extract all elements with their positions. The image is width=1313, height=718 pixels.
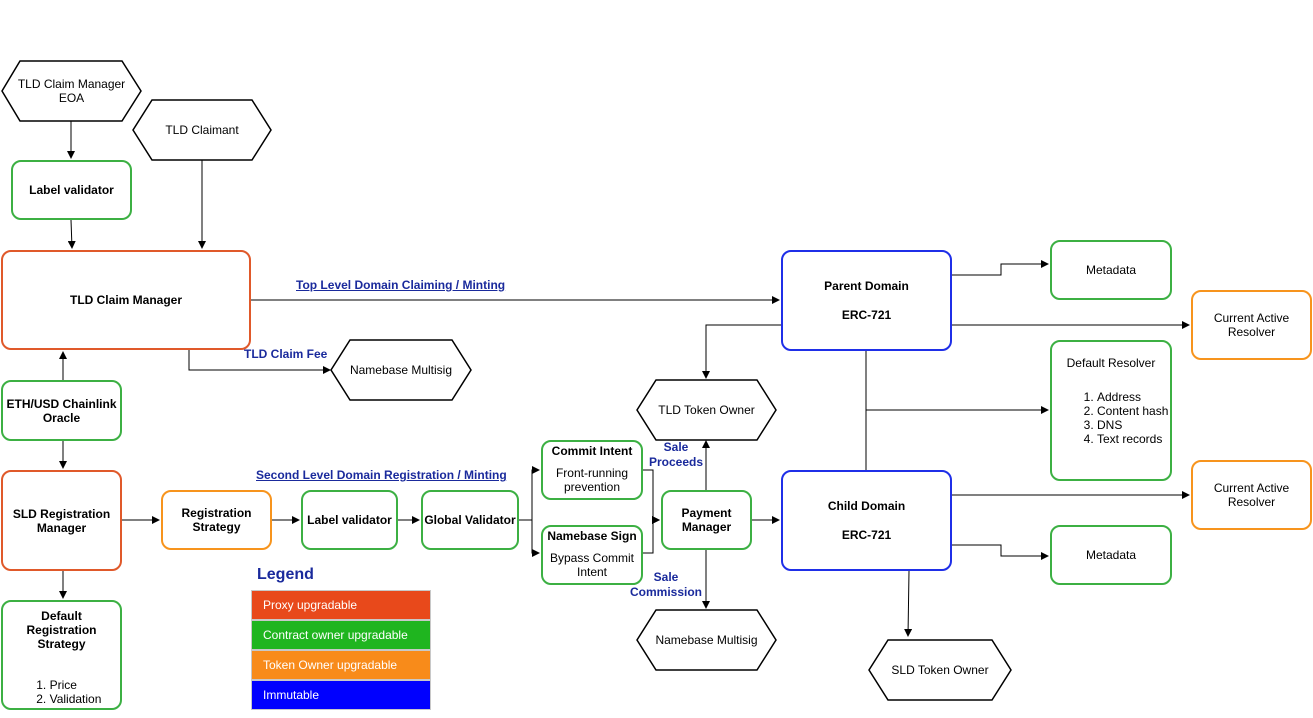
payment-manager: Payment Manager	[661, 490, 752, 550]
payment-manager-text: Payment Manager	[681, 506, 732, 534]
default-resolver-title: Default Resolver	[1066, 356, 1156, 370]
metadata-bottom-text: Metadata	[1085, 548, 1137, 562]
global-validator-text: Global Validator	[424, 513, 516, 527]
claim-eoa-label: TLD Claim Manager EOA	[17, 77, 126, 105]
tld-claim-manager: TLD Claim Manager	[1, 250, 251, 350]
tld-claim-fee-label: TLD Claim Fee	[244, 347, 328, 361]
hexagon-namebase-multisig-top	[330, 339, 472, 401]
parent-domain: Parent Domain ERC-721	[781, 250, 952, 351]
legend-item-label: Contract owner upgradable	[263, 628, 408, 642]
edge-label-claim	[67, 219, 76, 249]
sld-minting-label: Second Level Domain Registration / Minti…	[256, 468, 507, 482]
current-resolver-bottom-text: Current Active Resolver	[1213, 481, 1290, 509]
oracle: ETH/USD Chainlink Oracle	[1, 380, 122, 441]
edge-child-sld-owner	[904, 570, 913, 637]
label-validator-text: Label validator	[307, 513, 392, 527]
namebase-multisig-bottom-label: Namebase Multisig	[655, 633, 758, 647]
default-strategy-title: Default Registration Strategy	[26, 609, 97, 651]
current-resolver-top: Current Active Resolver	[1191, 290, 1312, 360]
default-registration-strategy: Default Registration Strategy Price Vali…	[1, 600, 122, 710]
tld-minting-label: Top Level Domain Claiming / Minting	[296, 278, 506, 292]
registration-strategy: Registration Strategy	[161, 490, 272, 550]
sld-registration-manager-text: SLD Registration Manager	[12, 506, 111, 535]
legend-item-label: Immutable	[263, 688, 320, 702]
legend-token-owner-upgradable: Token Owner upgradable	[251, 650, 431, 680]
legend-item-label: Proxy upgradable	[263, 598, 358, 612]
metadata-bottom: Metadata	[1050, 525, 1172, 585]
edge-sign-payment	[643, 516, 660, 554]
oracle-text: ETH/USD Chainlink Oracle	[6, 396, 117, 425]
namebase-multisig-top-label: Namebase Multisig	[349, 363, 453, 377]
legend-item-label: Token Owner upgradable	[263, 658, 398, 672]
namebase-sign: Namebase Sign Bypass Commit Intent	[541, 525, 643, 585]
tld-claim-manager-text: TLD Claim Manager	[69, 293, 183, 307]
commit-intent-subtitle: Front-running prevention	[555, 466, 629, 494]
hexagon-sld-token-owner	[868, 639, 1012, 701]
claimant-label: TLD Claimant	[165, 123, 239, 137]
default-resolver: Default Resolver Address Content hash DN…	[1050, 340, 1172, 481]
default-resolver-item: DNS	[1097, 418, 1170, 432]
sld-token-owner-label: SLD Token Owner	[891, 663, 989, 677]
sld-registration-manager: SLD Registration Manager	[1, 470, 122, 571]
default-resolver-item: Text records	[1097, 432, 1170, 446]
commit-intent-title: Commit Intent	[551, 444, 633, 458]
global-validator: Global Validator	[421, 490, 519, 550]
registration-strategy-text: Registration Strategy	[181, 506, 252, 534]
metadata-top: Metadata	[1050, 240, 1172, 300]
legend-title: Legend	[257, 566, 314, 583]
sale-proceeds-label: Sale Proceeds	[648, 440, 704, 469]
default-resolver-list: Address Content hash DNS Text records	[1052, 390, 1170, 446]
child-domain: Child Domain ERC-721	[781, 470, 952, 571]
namebase-sign-subtitle: Bypass Commit Intent	[549, 551, 635, 579]
edge-commit-payment	[643, 469, 660, 524]
edge-child-metadata	[952, 544, 1049, 560]
parent-domain-subtitle: ERC-721	[841, 308, 892, 322]
edge-parent-tld-owner	[702, 324, 781, 379]
legend-proxy-upgradable: Proxy upgradable	[251, 590, 431, 620]
child-domain-title: Child Domain	[827, 499, 906, 513]
label-validator-top-text: Label validator	[29, 183, 114, 197]
default-strategy-item: Price	[50, 678, 102, 692]
label-validator-top: Label validator	[11, 160, 132, 220]
default-resolver-item: Address	[1097, 390, 1170, 404]
default-strategy-list: Price Validation	[22, 678, 102, 706]
edge-global-sign	[519, 519, 540, 557]
sale-commission-label: Sale Commission	[629, 570, 702, 599]
current-resolver-bottom: Current Active Resolver	[1191, 460, 1312, 530]
hexagon-namebase-multisig-bottom	[636, 609, 777, 671]
hexagon-claimant	[132, 99, 272, 161]
hexagon-tld-token-owner	[636, 379, 777, 441]
legend-contract-owner-upgradable: Contract owner upgradable	[251, 620, 431, 650]
metadata-top-text: Metadata	[1085, 263, 1137, 277]
edge-global-commit	[519, 466, 540, 521]
commit-intent: Commit Intent Front-running prevention	[541, 440, 643, 500]
child-domain-subtitle: ERC-721	[841, 528, 892, 542]
default-strategy-item: Validation	[50, 692, 102, 706]
legend-immutable: Immutable	[251, 680, 431, 710]
hexagon-claim-eoa	[1, 60, 142, 122]
default-resolver-item: Content hash	[1097, 404, 1170, 418]
parent-domain-title: Parent Domain	[824, 279, 909, 293]
current-resolver-top-text: Current Active Resolver	[1213, 311, 1290, 339]
edge-parent-metadata	[952, 260, 1049, 276]
namebase-sign-title: Namebase Sign	[547, 529, 637, 543]
tld-token-owner-label: TLD Token Owner	[658, 403, 755, 417]
label-validator: Label validator	[301, 490, 398, 550]
edge-tld-fee	[188, 350, 331, 374]
